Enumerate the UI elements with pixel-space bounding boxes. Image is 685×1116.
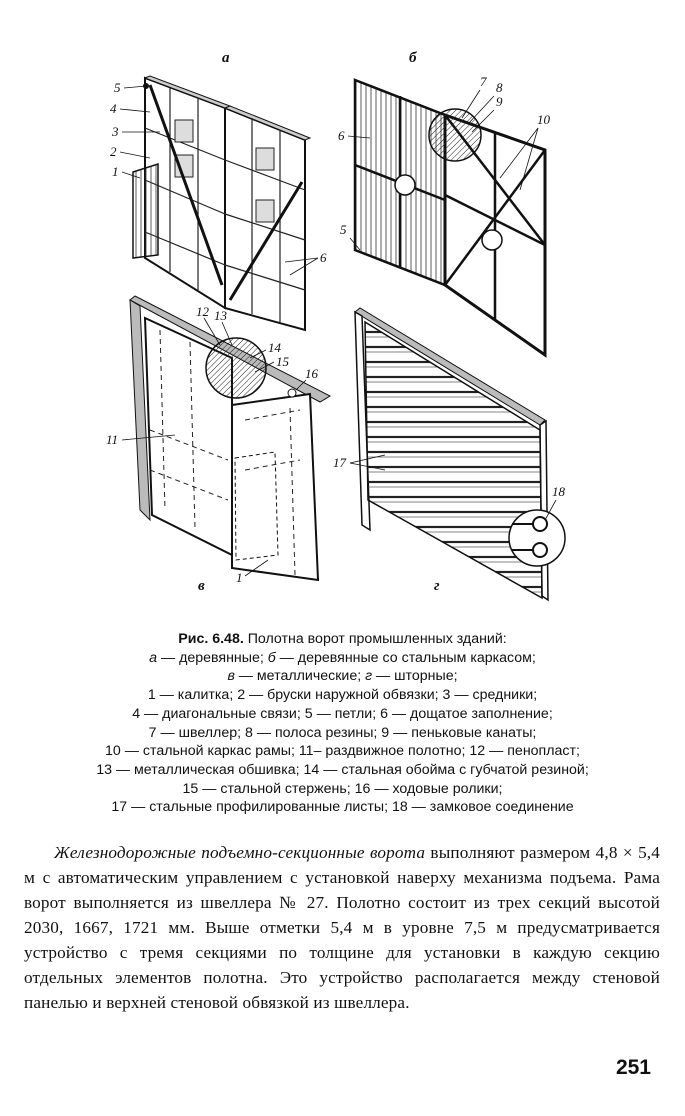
body-text: выполняют размером 4,8 × 5,4 м с автомат… xyxy=(24,843,661,1012)
body-paragraph: Железнодорожные подъемно-секционные воро… xyxy=(24,840,660,1015)
caption-line: 17 — стальные профилированные листы; 18 … xyxy=(111,799,574,816)
callout-g-17: 17 xyxy=(333,455,347,470)
callout-v-15: 15 xyxy=(276,354,290,369)
caption-line: 10 — стальной каркас рамы; 11– раздвижно… xyxy=(105,743,580,760)
caption-line: 7 — швеллер; 8 — полоса резины; 9 — пень… xyxy=(148,724,537,741)
panel-label-a: а xyxy=(222,50,230,66)
callout-b-8: 8 xyxy=(496,80,503,95)
callout-b-6: 6 xyxy=(338,128,345,143)
caption-text-b: — деревянные со стальным каркасом; xyxy=(275,649,536,666)
callout-b-5: 5 xyxy=(340,222,347,237)
caption-key-b: б xyxy=(267,649,276,666)
panel-label-g: г xyxy=(434,578,440,594)
callout-a-2: 2 xyxy=(110,144,117,159)
callout-v-16: 16 xyxy=(305,366,319,381)
figure-caption: Рис. 6.48. Полотна ворот промышленных зд… xyxy=(20,630,665,817)
caption-line: 1 — калитка; 2 — бруски наружной обвязки… xyxy=(147,687,538,704)
caption-title-rest: Полотна ворот промышленных зданий: xyxy=(243,631,507,647)
callout-v-13: 13 xyxy=(214,308,228,323)
body-italic-lead: Железнодорожные подъемно-секционные воро… xyxy=(54,843,426,862)
caption-text-v: — металлические; xyxy=(234,668,366,685)
callout-a-5: 5 xyxy=(114,80,121,95)
panel-label-b: б xyxy=(409,50,417,66)
caption-title-line: Рис. 6.48. Полотна ворот промышленных зд… xyxy=(20,630,665,649)
callout-v-11: 11 xyxy=(106,432,118,447)
caption-line: 4 — диагональные связи; 5 — петли; 6 — д… xyxy=(132,705,553,722)
callout-b-10: 10 xyxy=(537,112,551,127)
caption-text-g: — шторные; xyxy=(372,668,458,685)
callout-a-6: 6 xyxy=(320,250,327,265)
callout-v-14: 14 xyxy=(268,340,282,355)
callout-b-9: 9 xyxy=(496,94,503,109)
callout-v-1: 1 xyxy=(236,570,243,585)
callout-g-18: 18 xyxy=(552,484,566,499)
callout-a-4: 4 xyxy=(110,101,117,116)
panel-b-wood-steel-gate: 7 8 9 10 6 5 xyxy=(338,74,551,358)
caption-legend-line-1: а — деревянные; б — деревянные со стальн… xyxy=(20,649,665,668)
caption-key-g: г xyxy=(365,668,373,685)
callout-a-1: 1 xyxy=(112,164,119,179)
callout-v-12: 12 xyxy=(196,304,210,319)
page-number: 251 xyxy=(615,1056,651,1079)
caption-key-a: а xyxy=(149,649,158,666)
caption-line: 13 — металлическая обшивка; 14 — стальна… xyxy=(96,761,589,778)
caption-legend-line-2: в — металлические; г — шторные; xyxy=(20,667,665,686)
caption-key-v: в xyxy=(227,668,235,685)
callout-a-3: 3 xyxy=(111,124,119,139)
panel-v-metal-gate: 12 13 14 15 16 11 1 xyxy=(106,295,332,585)
caption-text-a: — деревянные; xyxy=(157,649,268,666)
panel-g-shutter-gate: 17 18 xyxy=(333,307,566,602)
callout-b-7: 7 xyxy=(480,74,487,89)
figure-6-48: а б в г 5 4 3 2 1 6 xyxy=(106,50,566,602)
panel-label-v: в xyxy=(198,578,205,594)
panel-a-wooden-gate: 5 4 3 2 1 6 xyxy=(110,75,327,332)
caption-title: Рис. 6.48. xyxy=(178,631,244,647)
caption-line: 15 — стальной стержень; 16 — ходовые рол… xyxy=(182,780,503,797)
